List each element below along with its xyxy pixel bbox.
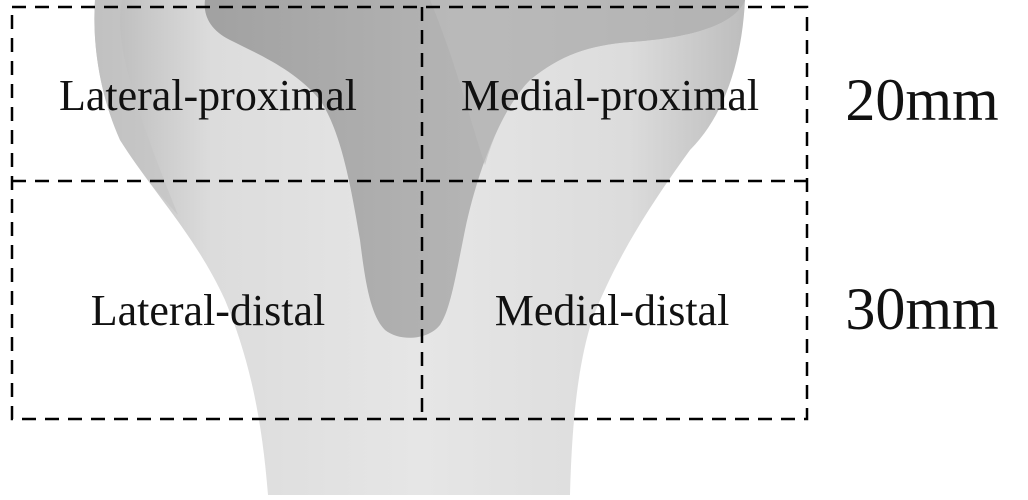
- label-medial-proximal: Medial-proximal: [461, 74, 759, 118]
- label-medial-distal: Medial-distal: [495, 289, 730, 333]
- label-lateral-proximal: Lateral-proximal: [59, 74, 357, 118]
- label-lateral-distal: Lateral-distal: [91, 289, 326, 333]
- proximal-height-label: 20mm: [845, 70, 998, 130]
- distal-height-label: 30mm: [845, 279, 998, 339]
